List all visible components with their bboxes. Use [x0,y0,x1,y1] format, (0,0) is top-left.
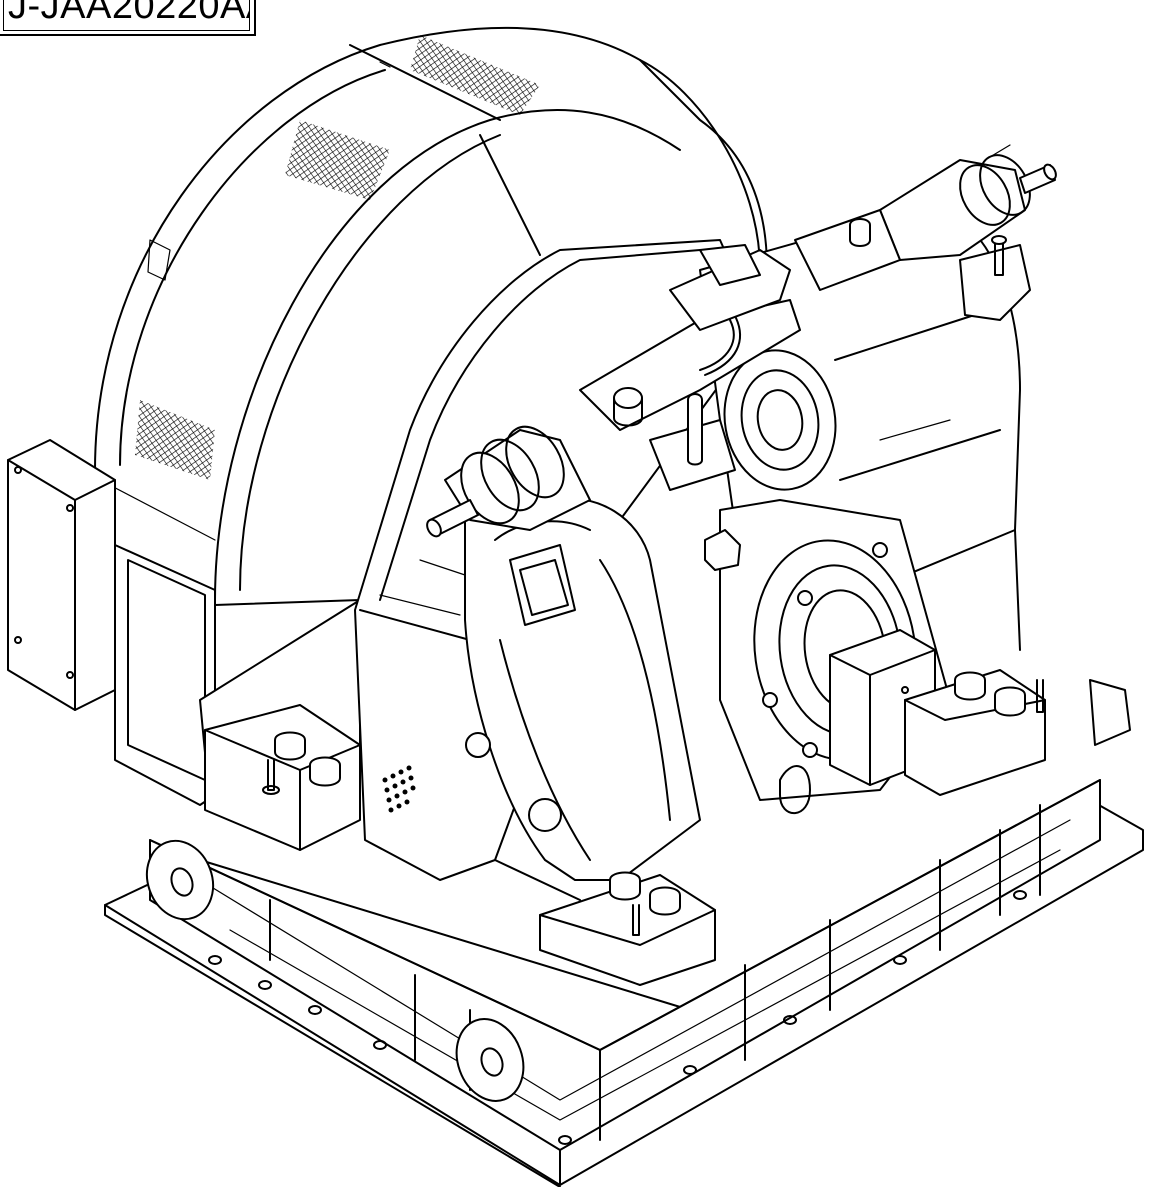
base-frame [104,679,1144,1187]
left-actuator [426,425,591,538]
part-number-text: J-JAA20220AAA [8,0,249,27]
terminal-box [7,439,116,711]
brake-arm [464,497,701,881]
vent-dots [382,765,416,813]
brake-linkage [579,244,801,571]
part-number-label: J-JAA20220AAA [0,0,256,36]
right-actuator [794,144,1057,321]
part-number-frame: J-JAA20220AAA [3,0,250,31]
left-feet [204,704,361,851]
right-feet [539,669,1046,986]
